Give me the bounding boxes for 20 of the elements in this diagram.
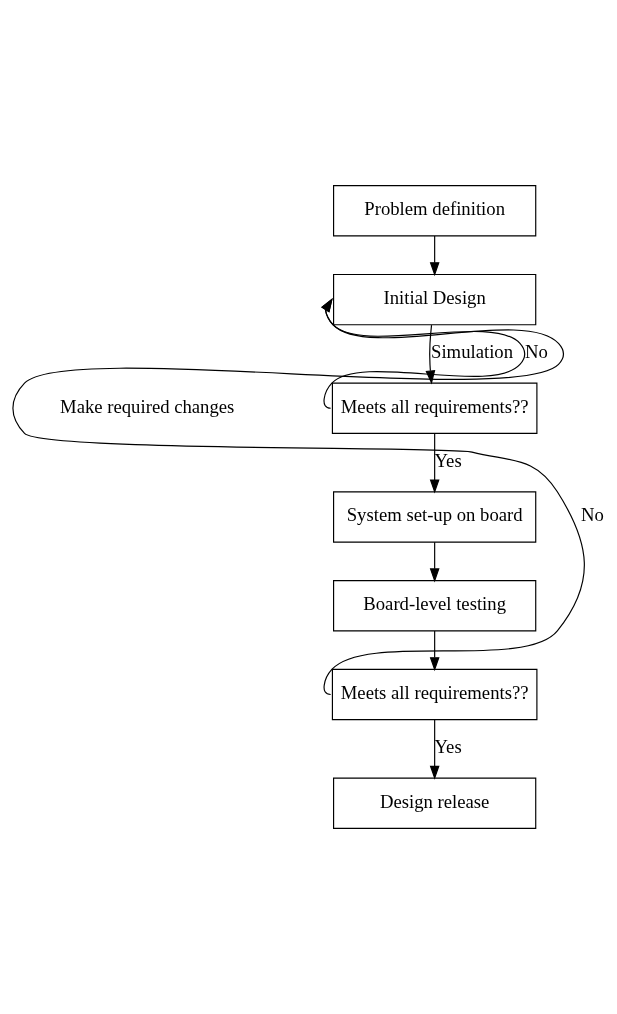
node-box: Problem definition (333, 185, 537, 237)
edge-label: No (580, 504, 604, 526)
node-box: Board-level testing (333, 580, 537, 632)
arrow (429, 719, 440, 780)
label: Make required changes (60, 395, 235, 417)
edge-label: Yes (434, 736, 462, 758)
arrow (429, 235, 440, 277)
arrow (429, 432, 440, 494)
node-box: Design release (333, 777, 537, 829)
node-box: Initial Design (333, 273, 537, 326)
node-box: Meets all requirements?? (331, 668, 538, 721)
edge-label: No (524, 341, 548, 363)
edge-label: Yes (434, 450, 462, 472)
arrow (12, 298, 585, 696)
arrow (429, 541, 440, 583)
arrow (321, 298, 526, 409)
node-box: System set-up on board (333, 491, 537, 543)
node-box: Meets all requirements?? (331, 382, 538, 434)
edge-label: Simulation (431, 341, 514, 363)
arrow (429, 630, 440, 672)
